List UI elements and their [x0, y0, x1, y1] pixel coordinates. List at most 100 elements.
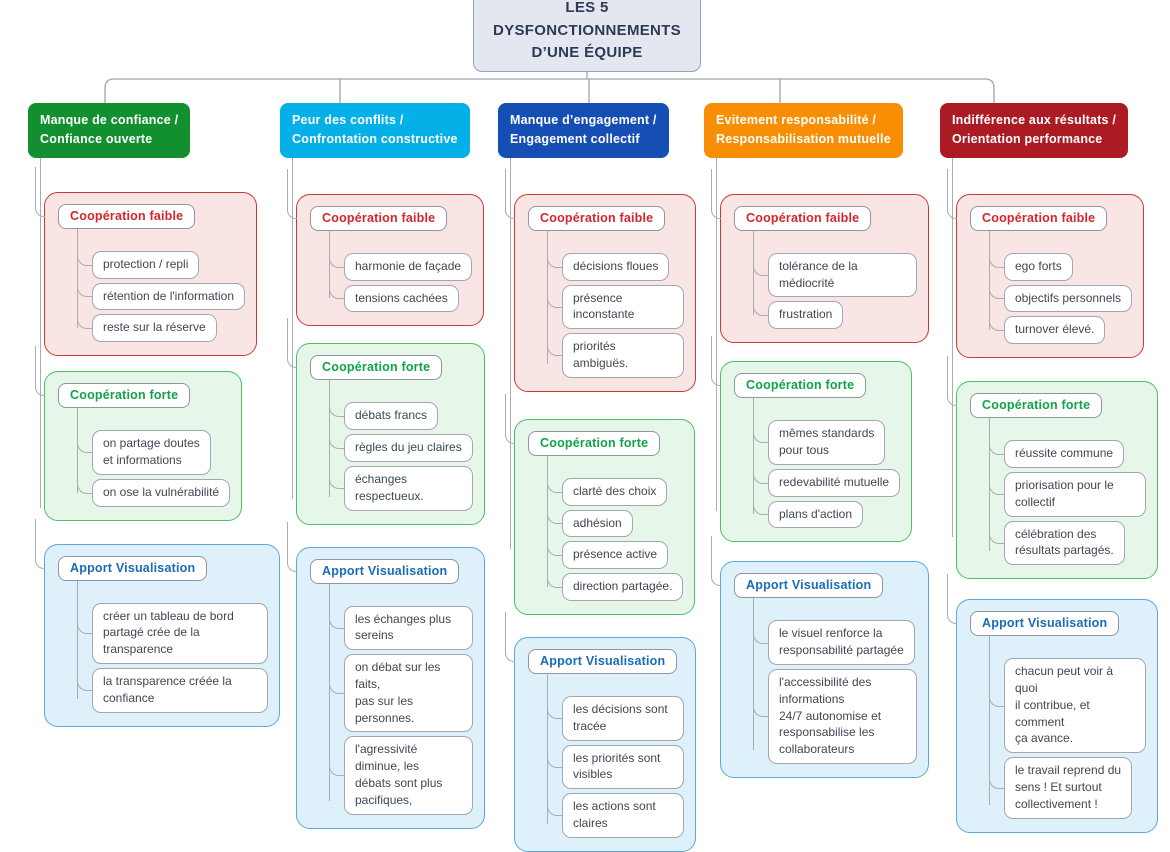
- section-apport-visualisation: Apport Visualisation chacun peut voir à q…: [947, 574, 1158, 833]
- leaf-node[interactable]: l'accessibilité des informations 24/7 au…: [753, 659, 917, 764]
- leaf-node[interactable]: priorisation pour le collectif: [989, 463, 1146, 517]
- leaf-node[interactable]: décisions floues: [546, 243, 670, 281]
- leaf-node[interactable]: l'agressivité diminue, les débats sont p…: [329, 727, 473, 815]
- leaf-node[interactable]: présence inconstante: [547, 275, 684, 330]
- leaf-node[interactable]: objectifs personnels: [988, 275, 1133, 313]
- leaf-node[interactable]: tensions cachées: [329, 275, 459, 313]
- section-items: chacun peut voir à quoi il contribue, et…: [988, 636, 1146, 819]
- section-label-node[interactable]: Apport Visualisation: [970, 611, 1120, 637]
- column-header-node[interactable]: Indifférence aux résultats / Orientation…: [940, 103, 1128, 158]
- section-apport-visualisation: Apport Visualisation le visuel renforce l…: [711, 536, 929, 778]
- section-label-node[interactable]: Apport Visualisation: [58, 555, 208, 581]
- leaf-node[interactable]: règles du jeu claires: [329, 425, 473, 462]
- leaf-node[interactable]: on débat sur les faits, pas sur les pers…: [329, 645, 473, 733]
- section-label-node[interactable]: Coopération forte: [734, 373, 867, 399]
- leaf-node[interactable]: la transparence créée la confiance: [77, 659, 268, 713]
- leaf-node[interactable]: débats francs: [328, 393, 439, 431]
- section-items: créer un tableau de bord partagé crée de…: [77, 580, 268, 713]
- leaf-node[interactable]: chacun peut voir à quoi il contribue, et…: [989, 649, 1146, 754]
- leaf-node[interactable]: protection / repli: [76, 241, 200, 279]
- leaf-node[interactable]: les actions sont claires: [547, 784, 684, 838]
- leaf-node[interactable]: le travail reprend du sens ! Et surtout …: [988, 748, 1133, 819]
- leaf-node[interactable]: tolérance de la médiocrité: [753, 243, 917, 298]
- section-label-node[interactable]: Coopération faible: [58, 203, 196, 229]
- leaf-node[interactable]: priorités ambiguës.: [547, 324, 684, 378]
- items-connector-rail: [329, 230, 330, 299]
- section-label-node[interactable]: Coopération forte: [970, 393, 1103, 419]
- column-indifference-aux-resultats: Indifférence aux résultats / Orientation…: [940, 103, 1158, 833]
- column-connector-rail: [716, 148, 717, 511]
- leaf-node[interactable]: ego forts: [989, 243, 1073, 281]
- leaf-node[interactable]: célébration des résultats partagés.: [989, 511, 1125, 566]
- leaf-node[interactable]: clarté des choix: [546, 468, 668, 506]
- column-connector-rail: [510, 148, 511, 549]
- leaf-node[interactable]: harmonie de façade: [328, 243, 473, 281]
- leaf-node[interactable]: créer un tableau de bord partagé crée de…: [77, 593, 268, 664]
- section-label-node[interactable]: Apport Visualisation: [310, 558, 460, 584]
- section-items: le visuel renforce la responsabilité par…: [753, 598, 917, 764]
- root-node-title[interactable]: LES 5 DYSFONCTIONNEMENTS D’UNE ÉQUIPE: [473, 0, 701, 72]
- column-header-node[interactable]: Peur des conflits / Confrontation constr…: [280, 103, 470, 158]
- leaf-node[interactable]: présence active: [546, 532, 669, 570]
- leaf-node[interactable]: les priorités sont visibles: [547, 735, 684, 790]
- leaf-node[interactable]: turnover élevé.: [988, 307, 1106, 345]
- column-evitement-responsabilite: Evitement responsabilité / Responsabilis…: [704, 103, 929, 778]
- leaf-node[interactable]: direction partagée.: [546, 564, 684, 601]
- leaf-node[interactable]: frustration: [752, 292, 844, 330]
- items-connector-rail: [753, 230, 754, 316]
- section-label-node[interactable]: Coopération forte: [58, 383, 191, 409]
- column-header-node[interactable]: Manque de confiance / Confiance ouverte: [28, 103, 191, 158]
- leaf-node[interactable]: on partage doutes et informations: [77, 421, 211, 475]
- column-header-node[interactable]: Evitement responsabilité / Responsabilis…: [704, 103, 903, 158]
- section-label-node[interactable]: Coopération faible: [528, 205, 666, 231]
- section-label-node[interactable]: Coopération faible: [734, 205, 872, 231]
- leaf-node[interactable]: on ose la vulnérabilité: [76, 469, 231, 507]
- items-connector-rail: [753, 398, 754, 515]
- leaf-node[interactable]: échanges respectueux.: [329, 457, 473, 511]
- column-connector-rail: [40, 148, 41, 508]
- section-label-node[interactable]: Coopération forte: [528, 430, 661, 456]
- leaf-node[interactable]: rétention de l'information: [76, 273, 246, 311]
- section-label-node[interactable]: Coopération faible: [310, 205, 448, 231]
- leaf-node[interactable]: mêmes standards pour tous: [752, 411, 886, 465]
- leaf-node[interactable]: les échanges plus sereins: [329, 596, 473, 651]
- section-label-node[interactable]: Apport Visualisation: [734, 573, 884, 599]
- leaf-node[interactable]: plans d'action: [752, 491, 864, 529]
- leaf-node[interactable]: adhésion: [547, 500, 633, 538]
- section-label-node[interactable]: Coopération faible: [970, 205, 1108, 231]
- items-connector-rail: [77, 408, 78, 493]
- leaf-node[interactable]: reste sur la réserve: [77, 305, 217, 343]
- section-apport-visualisation: Apport Visualisation les échanges plus se…: [287, 521, 485, 829]
- section-label-node[interactable]: Coopération forte: [310, 355, 443, 381]
- leaf-node[interactable]: le visuel renforce la responsabilité par…: [753, 611, 915, 665]
- section-label-node[interactable]: Apport Visualisation: [528, 648, 678, 674]
- column-header-node[interactable]: Manque d’engagement / Engagement collect…: [498, 103, 669, 158]
- items-connector-rail: [77, 580, 78, 699]
- section-apport-visualisation: Apport Visualisation créer un tableau de …: [35, 518, 280, 727]
- column-peur-des-conflits: Peur des conflits / Confrontation constr…: [280, 103, 485, 829]
- leaf-node[interactable]: redevabilité mutuelle: [752, 459, 901, 497]
- leaf-node[interactable]: les décisions sont tracée: [547, 687, 684, 741]
- leaf-node[interactable]: réussite commune: [988, 431, 1125, 468]
